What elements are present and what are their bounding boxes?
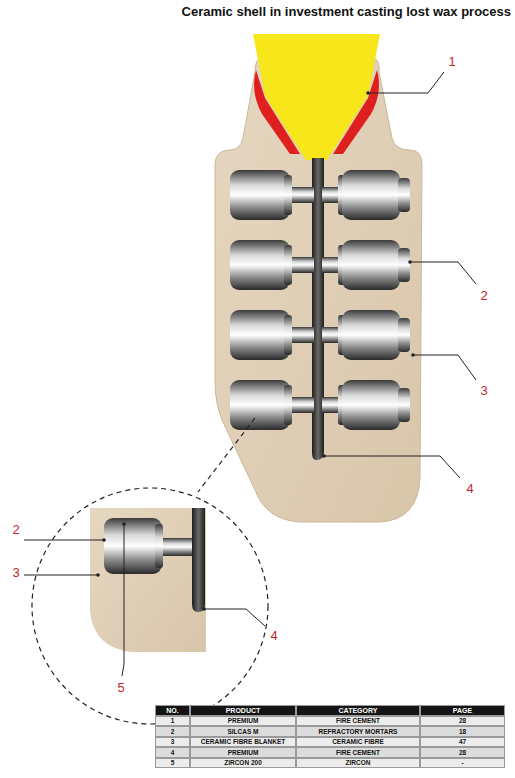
table-cell: REFRACTORY MORTARS	[296, 726, 420, 737]
table-cell: 3	[155, 737, 190, 748]
diagram-title: Ceramic shell in investment casting lost…	[182, 4, 511, 19]
table-cell: SILCAS M	[190, 726, 296, 737]
callout-number: 3	[480, 384, 487, 398]
table-cell: ZIRCON 200	[190, 758, 296, 769]
callout-number: 4	[466, 482, 473, 496]
callout-number: 2	[12, 523, 19, 537]
callout-number: 3	[12, 566, 19, 580]
table-cell: PREMIUM	[190, 747, 296, 758]
table-cell: 5	[155, 758, 190, 769]
callout-number: 4	[270, 629, 277, 643]
table-cell: 28	[420, 747, 505, 758]
table-cell: PREMIUM	[190, 716, 296, 727]
table-cell: -	[420, 758, 505, 769]
table-header: NO.	[155, 705, 190, 716]
callout-number: 5	[117, 681, 124, 695]
table-header: PAGE	[420, 705, 505, 716]
table-cell: ZIRCON	[296, 758, 420, 769]
table-cell: FIRE CEMENT	[296, 716, 420, 727]
table-cell: CERAMIC FIBRE	[296, 737, 420, 748]
table-cell: 18	[420, 726, 505, 737]
table-cell: 4	[155, 747, 190, 758]
table-header: PRODUCT	[190, 705, 296, 716]
table-cell: 2	[155, 726, 190, 737]
table-cell: 1	[155, 716, 190, 727]
table-header: CATEGORY	[296, 705, 420, 716]
callout-number: 1	[448, 55, 455, 69]
table-cell: 28	[420, 716, 505, 727]
table-cell: FIRE CEMENT	[296, 747, 420, 758]
callout-number: 2	[480, 289, 487, 303]
table-cell: 47	[420, 737, 505, 748]
table-cell: CERAMIC FIBRE BLANKET	[190, 737, 296, 748]
